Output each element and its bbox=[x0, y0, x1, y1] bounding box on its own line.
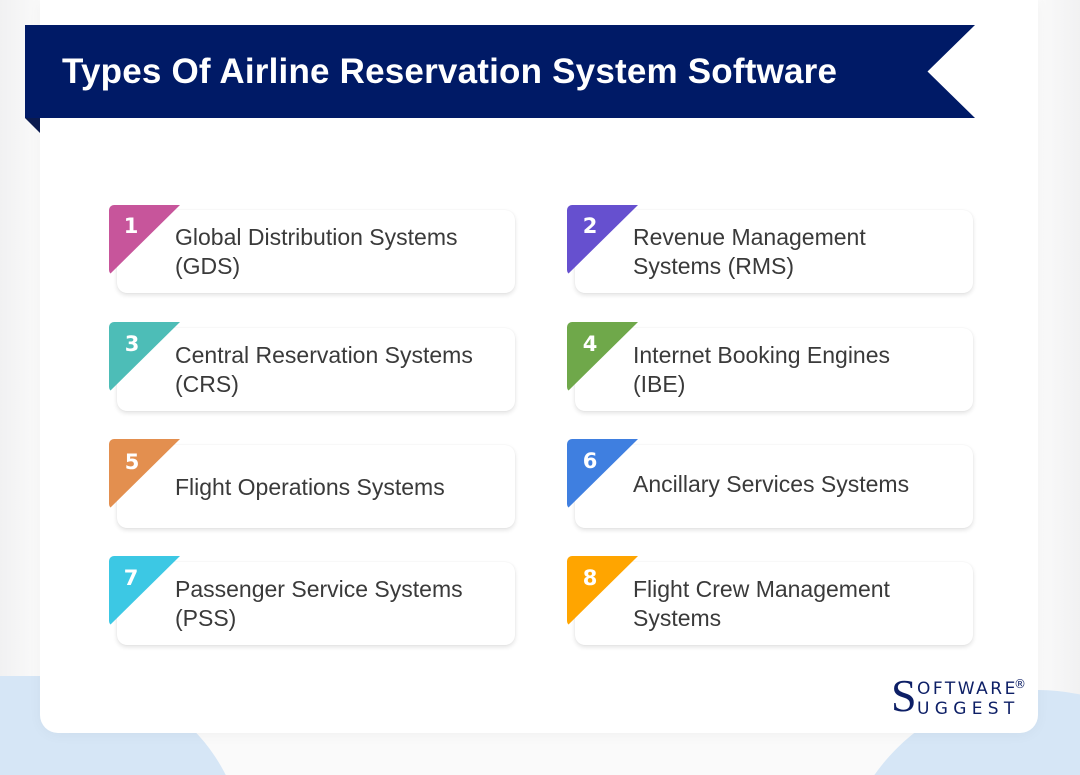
item-number: 3 bbox=[124, 332, 140, 356]
item-label-line2: (PSS) bbox=[175, 605, 237, 631]
ribbon-fold bbox=[25, 118, 40, 133]
item-label-line1: Central Reservation Systems bbox=[175, 342, 473, 368]
item-label-line1: Flight Crew Management bbox=[633, 576, 890, 602]
item-number: 1 bbox=[123, 214, 139, 238]
list-item-gds bbox=[117, 210, 515, 293]
item-label-line1: Revenue Management bbox=[633, 224, 866, 250]
registered-mark-icon: ® bbox=[1014, 677, 1026, 691]
item-label-line2: Systems (RMS) bbox=[633, 253, 794, 279]
list-item-flight-operations bbox=[117, 445, 515, 528]
item-label-line1: Global Distribution Systems bbox=[175, 224, 458, 250]
item-label-line2: (IBE) bbox=[633, 371, 686, 397]
item-number: 4 bbox=[582, 332, 598, 356]
page-title: Types Of Airline Reservation System Soft… bbox=[62, 52, 838, 91]
title-ribbon bbox=[25, 25, 975, 118]
list-item-crs bbox=[117, 328, 515, 411]
item-label-line1: Passenger Service Systems bbox=[175, 576, 463, 602]
list-item-ancillary-services bbox=[575, 445, 973, 528]
item-number: 5 bbox=[124, 450, 140, 474]
item-label-line2: (CRS) bbox=[175, 371, 239, 397]
item-label-line1: Internet Booking Engines bbox=[633, 342, 891, 368]
item-label-line1: Flight Operations Systems bbox=[175, 474, 445, 500]
list-item-flight-crew bbox=[575, 562, 973, 645]
item-number: 2 bbox=[582, 214, 598, 238]
item-label-line2: Systems bbox=[633, 605, 722, 631]
list-item-rms bbox=[575, 210, 973, 293]
item-label-line2: (GDS) bbox=[175, 253, 241, 279]
logo-line2: UGGEST bbox=[917, 699, 1020, 719]
item-number: 7 bbox=[123, 566, 139, 590]
logo-line1: OFTWARE bbox=[917, 679, 1018, 699]
logo-initial: S bbox=[891, 670, 917, 721]
softwaresuggest-logo: S OFTWARE UGGEST ® bbox=[891, 673, 1031, 721]
list-item-pss bbox=[117, 562, 515, 645]
list-item-ibe bbox=[575, 328, 973, 411]
item-number: 6 bbox=[582, 449, 598, 473]
item-number: 8 bbox=[582, 566, 598, 590]
item-label-line1: Ancillary Services Systems bbox=[633, 471, 910, 497]
